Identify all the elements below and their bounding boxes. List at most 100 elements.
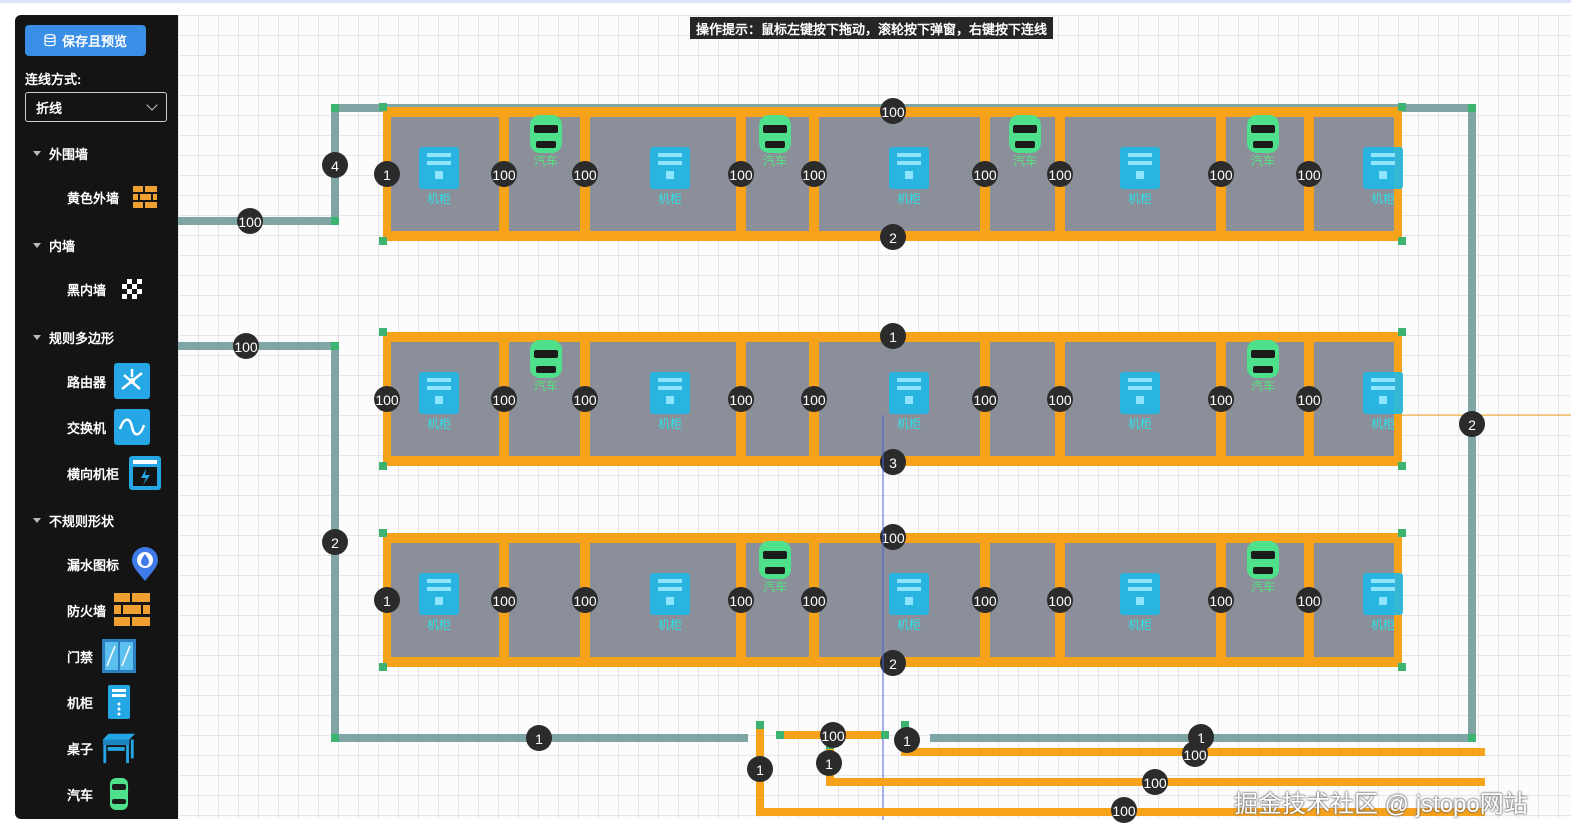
divider-badge[interactable]: 100 [1047, 386, 1073, 412]
anchor-node [379, 663, 387, 671]
badge-label: 100 [1048, 392, 1072, 408]
palette-item-yellow-wall[interactable]: 黄色外墙 [67, 177, 163, 217]
category-inner-wall[interactable]: 内墙 [33, 236, 75, 255]
palette-item-firewall[interactable]: 防火墙 [67, 590, 151, 630]
divider-badge[interactable]: 100 [572, 161, 598, 187]
badge-label: 1 [903, 733, 911, 749]
category-regular-polygon[interactable]: 规则多边形 [33, 328, 114, 347]
bottom-badge[interactable]: 1 [894, 727, 920, 753]
palette-item-desk[interactable]: 桌子 [67, 728, 137, 768]
cabinet-device[interactable]: 机柜 [419, 372, 459, 431]
bottom-badge[interactable]: 1 [816, 750, 842, 776]
row-top-badge[interactable]: 1 [880, 323, 906, 349]
cabinet-device[interactable]: 机柜 [889, 372, 929, 431]
cabinet-device[interactable]: 机柜 [1363, 573, 1403, 632]
cabinet-device[interactable]: 机柜 [419, 573, 459, 632]
database-icon [44, 34, 56, 47]
car-device[interactable]: 汽车 [1247, 115, 1279, 168]
row-left-badge[interactable]: 100 [374, 386, 400, 412]
divider-badge[interactable]: 100 [1208, 587, 1234, 613]
divider-badge[interactable]: 100 [801, 386, 827, 412]
anchor-node [1398, 237, 1406, 245]
divider-badge[interactable]: 100 [972, 587, 998, 613]
bottom-badge[interactable]: 100 [820, 722, 846, 748]
car-label: 汽车 [534, 378, 558, 393]
divider-badge[interactable]: 100 [1047, 587, 1073, 613]
row-left-badge[interactable]: 1 [374, 161, 400, 187]
car-device[interactable]: 汽车 [530, 340, 562, 393]
divider-badge[interactable]: 100 [1296, 587, 1322, 613]
car-device[interactable]: 汽车 [1247, 340, 1279, 393]
row-top-badge[interactable]: 100 [880, 524, 906, 550]
cabinet-device[interactable]: 机柜 [1120, 372, 1160, 431]
badge-circle [880, 224, 906, 250]
divider-badge[interactable]: 100 [728, 161, 754, 187]
cabinet-body [419, 372, 459, 414]
divider-badge[interactable]: 100 [1296, 386, 1322, 412]
cabinet-device[interactable]: 机柜 [650, 372, 690, 431]
divider-badge[interactable]: 100 [1208, 386, 1234, 412]
wire-badge[interactable]: 2 [1459, 411, 1485, 437]
cabinet-device[interactable]: 机柜 [1363, 372, 1403, 431]
divider-badge[interactable]: 100 [801, 587, 827, 613]
divider-badge[interactable]: 100 [728, 386, 754, 412]
car-device[interactable]: 汽车 [759, 541, 791, 594]
wire-badge[interactable]: 1 [526, 725, 552, 751]
divider-badge[interactable]: 100 [801, 161, 827, 187]
divider-badge[interactable]: 100 [728, 587, 754, 613]
divider-badge[interactable]: 100 [972, 161, 998, 187]
car-device[interactable]: 汽车 [1009, 115, 1041, 168]
row-bottom-badge[interactable]: 3 [880, 449, 906, 475]
row-top-badge[interactable]: 100 [880, 98, 906, 124]
cabinet-device[interactable]: 机柜 [1120, 147, 1160, 206]
row-bottom-badge[interactable]: 2 [880, 224, 906, 250]
divider-badge[interactable]: 100 [491, 386, 517, 412]
cabinet-slot [658, 378, 682, 382]
cabinet-device[interactable]: 机柜 [650, 573, 690, 632]
divider-badge[interactable]: 100 [491, 587, 517, 613]
palette-item-cabinet[interactable]: 机柜 [67, 682, 137, 722]
cabinet-device[interactable]: 机柜 [1363, 147, 1403, 206]
badge-label: 1 [889, 329, 897, 345]
divider-badge[interactable]: 100 [1296, 161, 1322, 187]
cabinet-body [889, 147, 929, 189]
wire-badge[interactable]: 2 [322, 529, 348, 555]
divider-badge[interactable]: 100 [572, 587, 598, 613]
badge-circle [237, 208, 263, 234]
palette-item-router[interactable]: 路由器 [67, 361, 151, 401]
bottom-badge[interactable]: 100 [1142, 769, 1168, 795]
car-device[interactable]: 汽车 [759, 115, 791, 168]
divider-badge[interactable]: 100 [1047, 161, 1073, 187]
palette-item-black-wall[interactable]: 黑内墙 [67, 269, 150, 309]
cabinet-device[interactable]: 机柜 [650, 147, 690, 206]
palette-item-horizontal-cabinet[interactable]: 横向机柜 [67, 453, 163, 493]
row-left-badge[interactable]: 1 [374, 587, 400, 613]
palette-item-car[interactable]: 汽车 [67, 774, 137, 814]
wire-badge[interactable]: 4 [322, 152, 348, 178]
bottom-badge[interactable]: 100 [1111, 797, 1137, 823]
palette-item-switch[interactable]: 交换机 [67, 407, 151, 447]
palette-item-door-access[interactable]: 门禁 [67, 636, 137, 676]
line-mode-select[interactable]: 折线 [25, 92, 167, 122]
cabinet-device[interactable]: 机柜 [889, 573, 929, 632]
wire-badge[interactable]: 100 [233, 333, 259, 359]
category-irregular-shape[interactable]: 不规则形状 [33, 511, 114, 530]
bottom-badge[interactable]: 100 [1182, 741, 1208, 767]
divider-badge[interactable]: 100 [572, 386, 598, 412]
category-outer-wall[interactable]: 外围墙 [33, 144, 88, 163]
wire-badge[interactable]: 100 [237, 208, 263, 234]
cabinet-device[interactable]: 机柜 [419, 147, 459, 206]
divider-badge[interactable]: 100 [1208, 161, 1234, 187]
row-bottom-badge[interactable]: 2 [880, 650, 906, 676]
bottom-badge[interactable]: 1 [747, 756, 773, 782]
car-device[interactable]: 汽车 [530, 115, 562, 168]
cabinet-slot [1371, 161, 1395, 165]
car-device[interactable]: 汽车 [1247, 541, 1279, 594]
cabinet-device[interactable]: 机柜 [1120, 573, 1160, 632]
cabinet-device[interactable]: 机柜 [889, 147, 929, 206]
palette-item-water-leak[interactable]: 漏水图标 [67, 544, 163, 584]
desk-icon [101, 730, 137, 766]
save-preview-button[interactable]: 保存且预览 [25, 25, 146, 56]
divider-badge[interactable]: 100 [491, 161, 517, 187]
divider-badge[interactable]: 100 [972, 386, 998, 412]
